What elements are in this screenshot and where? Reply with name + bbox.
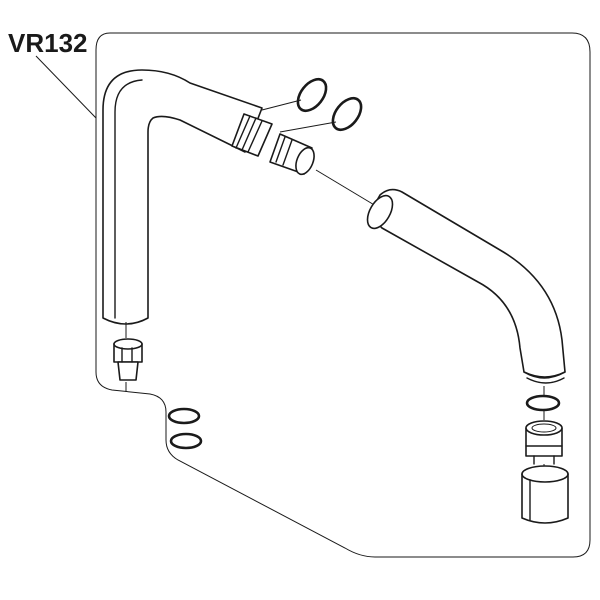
connector-o-ring-2	[331, 96, 363, 132]
right-spout-arm	[366, 188, 566, 384]
guide-line-nipple-to-arm	[315, 169, 377, 207]
guide-line-ring-2	[279, 121, 337, 133]
part-number-label: VR132	[8, 28, 88, 58]
connector-nipple	[269, 133, 315, 176]
label-leader-line	[35, 55, 97, 119]
connector-o-ring-1	[296, 77, 328, 113]
left-tube-insert	[113, 338, 143, 381]
aerator-housing	[521, 465, 569, 524]
kit-boundary-outline	[95, 32, 591, 558]
aerator-o-ring	[525, 394, 561, 412]
tube-coupling-sleeve	[231, 113, 273, 157]
insert-o-ring-1	[167, 407, 201, 425]
guide-line-ring-1	[261, 99, 302, 111]
insert-o-ring-2	[169, 432, 203, 450]
left-spout-tube	[102, 69, 263, 325]
aerator-insert	[525, 420, 563, 465]
